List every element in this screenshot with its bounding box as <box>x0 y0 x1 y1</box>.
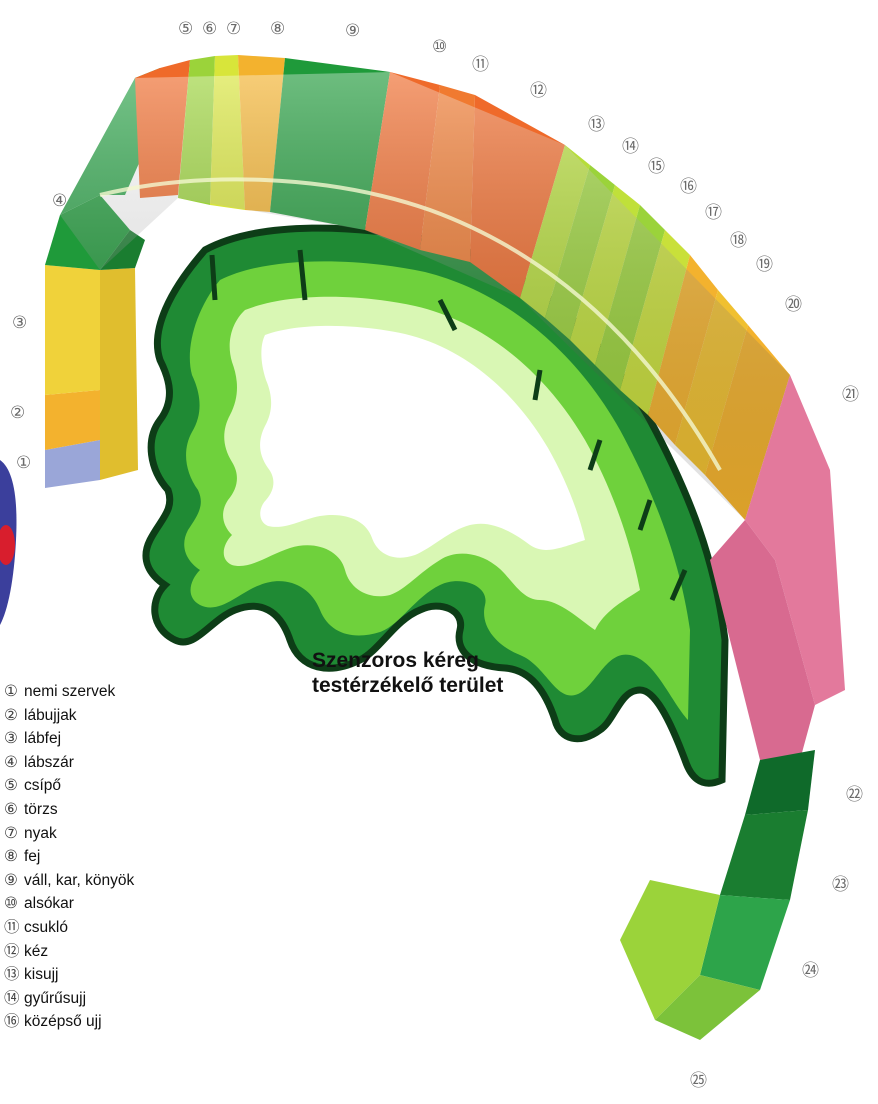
region-number-9: ⑨ <box>345 21 360 41</box>
legend-item-number: ④ <box>4 751 24 775</box>
region-number-19: ⑲ <box>756 255 773 275</box>
legend-item-number: ⑬ <box>4 963 24 987</box>
legend-item-number: ⑤ <box>4 774 24 798</box>
legend-item-number: ⑩ <box>4 892 24 916</box>
body-figure-fragment <box>0 460 16 625</box>
legend-item-label: nyak <box>24 825 57 842</box>
region-number-4: ④ <box>52 191 67 211</box>
region-3-foot <box>45 265 100 395</box>
region-number-16: ⑯ <box>680 177 697 197</box>
region-number-6: ⑥ <box>202 19 217 39</box>
legend-item-label: alsókar <box>24 895 74 912</box>
region-22 <box>745 750 815 815</box>
legend-item-label: gyűrűsujj <box>24 990 86 1007</box>
legend-item-label: lábszár <box>24 754 74 771</box>
region-number-8: ⑧ <box>270 19 285 39</box>
legend-item-label: középső ujj <box>24 1013 102 1030</box>
legend-item-label: csukló <box>24 919 68 936</box>
legend-item-number: ② <box>4 704 24 728</box>
legend-item-label: váll, kar, könyök <box>24 872 134 889</box>
diagram-caption: Szenzoros kéreg testérzékelő terület <box>312 648 503 698</box>
region-number-17: ⑰ <box>705 203 722 223</box>
region-number-7: ⑦ <box>226 19 241 39</box>
caption-line-2: testérzékelő terület <box>312 673 503 698</box>
legend-item-number: ③ <box>4 727 24 751</box>
legend-item-number: ⑪ <box>4 916 24 940</box>
legend-item-number: ⑫ <box>4 940 24 964</box>
region-number-22: ㉒ <box>846 785 863 805</box>
region-number-5: ⑤ <box>178 19 193 39</box>
legend-item-number: ⑨ <box>4 869 24 893</box>
legend-item-label: nemi szervek <box>24 683 115 700</box>
region-number-3: ③ <box>12 313 27 333</box>
legend-item-number: ⑥ <box>4 798 24 822</box>
caption-line-1: Szenzoros kéreg <box>312 648 503 673</box>
legend-item-number: ⑦ <box>4 822 24 846</box>
region-number-15: ⑮ <box>648 157 665 177</box>
region-number-25: ㉕ <box>690 1071 707 1091</box>
legend-item-label: kisujj <box>24 966 58 983</box>
region-number-13: ⑬ <box>588 115 605 135</box>
region-2-toes <box>45 390 100 450</box>
region-number-23: ㉓ <box>832 875 849 895</box>
legend-item-number: ⑧ <box>4 845 24 869</box>
region-number-20: ⑳ <box>785 295 802 315</box>
region-number-10: ⑩ <box>432 37 447 57</box>
legend-item-number: ⑭ <box>4 987 24 1011</box>
region-number-2: ② <box>10 403 25 423</box>
legend-item-label: törzs <box>24 801 58 818</box>
legend-item-label: csípő <box>24 777 61 794</box>
legend-item-number: ① <box>4 680 24 704</box>
legend-item-number: ⑯ <box>4 1010 24 1034</box>
region-number-24: ㉔ <box>802 961 819 981</box>
region-number-18: ⑱ <box>730 231 747 251</box>
region-number-11: ⑪ <box>472 55 489 75</box>
region-number-1: ① <box>16 453 31 473</box>
legend-item-label: lábfej <box>24 730 61 747</box>
legend-item-label: fej <box>24 848 40 865</box>
region-23 <box>720 810 808 900</box>
region-number-21: ㉑ <box>842 385 859 405</box>
legend-item-label: lábujjak <box>24 707 77 724</box>
legend-item-label: kéz <box>24 943 48 960</box>
region-number-14: ⑭ <box>622 137 639 157</box>
region-number-12: ⑫ <box>530 81 547 101</box>
